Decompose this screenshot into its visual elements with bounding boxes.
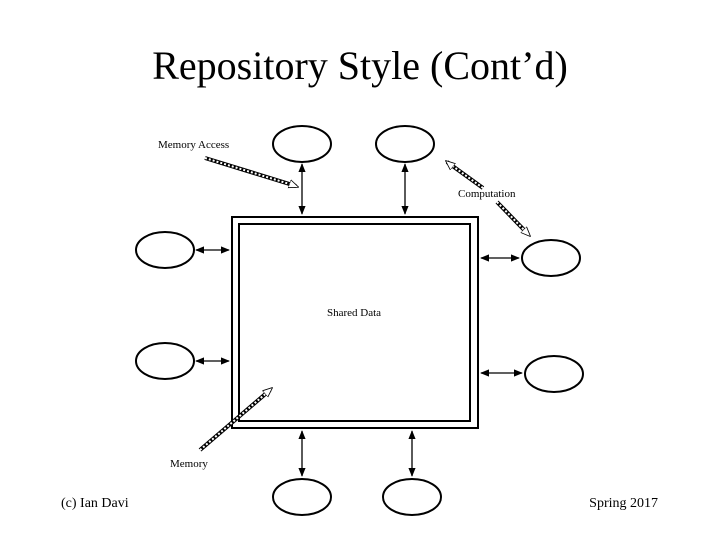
computation-label: Computation xyxy=(458,188,516,200)
shared-data-label: Shared Data xyxy=(327,307,381,319)
memory-access-label: Memory Access xyxy=(158,139,229,151)
shared-data-repository xyxy=(231,216,479,429)
memory-access-pointer xyxy=(204,156,298,187)
memory-pointer xyxy=(198,388,272,452)
component-left-lower xyxy=(135,342,195,380)
memory-label: Memory xyxy=(170,458,208,470)
footer-term: Spring 2017 xyxy=(589,496,658,511)
computation-pointer-down xyxy=(495,200,530,236)
component-bottom-right xyxy=(382,478,442,516)
component-top-left xyxy=(272,125,332,163)
component-right-upper xyxy=(521,239,581,277)
component-right-lower xyxy=(524,355,584,393)
component-top-right xyxy=(375,125,435,163)
slide-title: Repository Style (Cont’d) xyxy=(152,43,568,88)
component-bottom-left xyxy=(272,478,332,516)
computation-pointer-up xyxy=(446,161,485,190)
footer-copyright: (c) Ian Davi xyxy=(61,496,129,511)
component-left-upper xyxy=(135,231,195,269)
